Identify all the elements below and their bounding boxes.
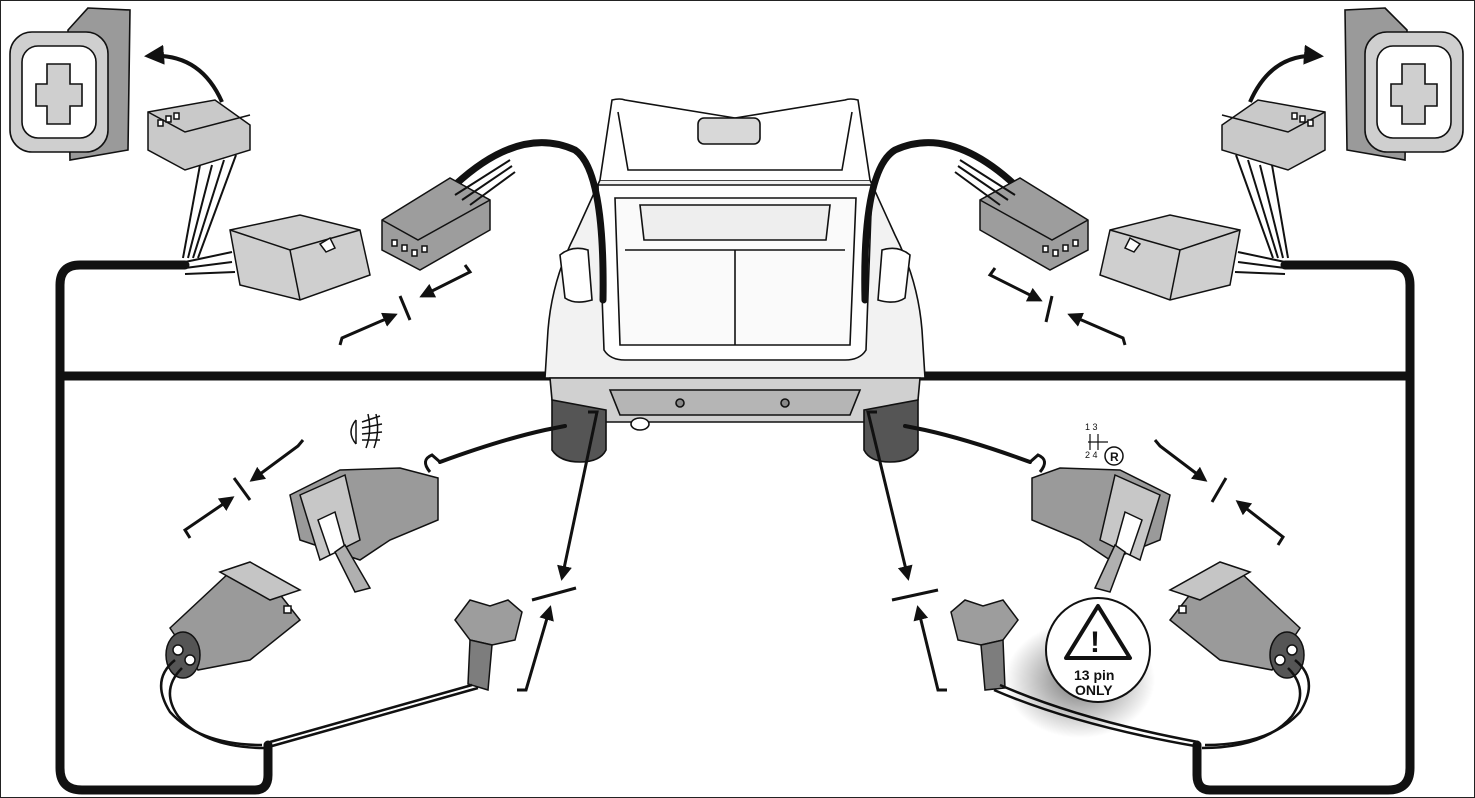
left-vehicle-wires (454, 159, 516, 206)
left-lamp-rotate-arrow (144, 44, 224, 103)
right-socket-plug (950, 599, 1019, 691)
right-lamp-plug (1221, 99, 1326, 171)
right-harness-wires (1234, 251, 1286, 275)
fog-vehicle-connector (289, 467, 439, 593)
reverse-vehicle-connector (1031, 467, 1171, 593)
left-socket-plug (454, 599, 523, 691)
left-harness-connector-male (229, 214, 371, 301)
right-top-disconnect-symbol (987, 267, 1127, 346)
warning-label-line2: ONLY (1075, 682, 1113, 698)
right-vehicle-wires (954, 159, 1016, 206)
reverse-disconnect-symbol (1153, 439, 1285, 546)
fog-harness-connector (165, 561, 302, 679)
car-harness-upper (451, 139, 1019, 304)
left-harness-wires (184, 251, 236, 275)
fog-disconnect-symbol (182, 439, 305, 539)
left-lamp-socket (9, 7, 131, 161)
warning-triangle-icon: ! 13 pin ONLY (1045, 597, 1151, 703)
center-right-cable-arrow (866, 410, 947, 692)
fog-light-icon (350, 413, 383, 449)
left-vehicle-connector-female (381, 177, 491, 271)
fog-harness-wires (160, 659, 266, 750)
right-lamp-rotate-arrow (1248, 44, 1324, 103)
gear-reverse-label: R (1110, 450, 1119, 464)
left-top-disconnect-symbol (338, 264, 473, 346)
reverse-harness-wires (1201, 659, 1310, 750)
right-lamp-wires (1235, 154, 1289, 259)
left-socket-wires (269, 683, 479, 748)
reverse-harness-connector (1168, 561, 1305, 679)
gear-numbers-bottom: 2 4 (1085, 450, 1098, 460)
center-left-cable-arrow (517, 410, 599, 692)
reverse-vehicle-wires (1029, 453, 1046, 473)
car-rear (544, 98, 926, 463)
left-lamp-wires (182, 154, 237, 259)
right-harness-connector-male (1099, 214, 1241, 301)
fog-vehicle-wires (424, 453, 441, 473)
warning-symbol: ! (1090, 626, 1100, 659)
gear-numbers-top: 1 3 (1085, 422, 1098, 432)
right-lamp-socket (1344, 7, 1464, 161)
warning-label-line1: 13 pin (1074, 667, 1114, 683)
left-lamp-plug (147, 99, 251, 171)
car-harness-lower (438, 424, 1032, 464)
right-vehicle-connector-female (979, 177, 1089, 271)
reverse-gear-icon: 1 3 2 4 R (1085, 422, 1124, 466)
